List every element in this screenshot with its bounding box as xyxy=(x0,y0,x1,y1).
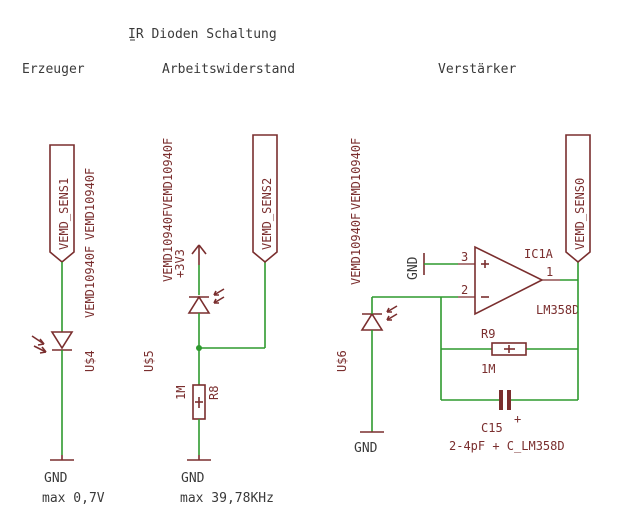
gnd-label: GND xyxy=(406,256,421,280)
c15-value: 2-4pF + C_LM358D xyxy=(449,439,565,453)
r8-ref: R8 xyxy=(207,386,221,400)
resistor-r9: R9 1M xyxy=(481,327,527,376)
connector-vemd-sens2: VEMD_SENS2 xyxy=(252,134,278,264)
c15-ref: C15 xyxy=(481,421,503,435)
us6-ref: U$6 xyxy=(335,350,349,372)
us4-value-2: VEMD10940F xyxy=(83,168,97,240)
photodiode-us5: U$5 VEMD10940F VEMD10940F xyxy=(142,138,225,372)
note-arbeitswiderstand: max 39,78KHz xyxy=(180,491,274,506)
connector-sens1-label: VEMD_SENS1 xyxy=(57,178,71,250)
us6-value: VEMD10940F xyxy=(349,213,363,285)
supply-label: +3V3 xyxy=(173,249,187,278)
r9-value: 1M xyxy=(481,362,495,376)
resistor-r8: 1M R8 xyxy=(174,384,221,420)
note-erzeuger: max 0,7V xyxy=(42,491,105,506)
section-erzeuger-label: Erzeuger xyxy=(22,62,85,77)
opamp-pin-plus: 3 xyxy=(461,250,468,264)
gnd-symbol: GND xyxy=(181,455,211,486)
r8-value: 1M xyxy=(174,386,188,400)
gnd-label: GND xyxy=(44,471,68,486)
r9-ref: R9 xyxy=(481,327,495,341)
gnd-label: GND xyxy=(354,441,378,456)
opamp-ref: IC1A xyxy=(524,247,554,261)
connector-vemd-sens0: VEMD_SENS0 xyxy=(565,134,591,264)
capacitor-c15: C15 + 2-4pF + C_LM358D xyxy=(449,390,565,453)
us5-value: VEMD10940F xyxy=(161,210,175,282)
us4-ref: U$4 xyxy=(83,350,97,372)
gnd-symbol: GND xyxy=(354,431,384,456)
gnd-symbol-opamp: GND xyxy=(406,253,425,280)
us5-ref: U$5 xyxy=(142,350,156,372)
opamp-pin-minus: 2 xyxy=(461,283,468,297)
us4-value: VEMD10940F xyxy=(83,246,97,318)
connector-sens0-label: VEMD_SENS0 xyxy=(573,178,587,250)
schematic-title: IR Dioden Schaltung xyxy=(128,27,277,42)
opamp-pin-out: 1 xyxy=(546,265,553,279)
section-arbeitswiderstand-label: Arbeitswiderstand xyxy=(162,62,295,77)
gnd-symbol: GND xyxy=(44,455,74,486)
opamp-part: LM358D xyxy=(536,303,579,317)
connector-vemd-sens1: VEMD_SENS1 xyxy=(49,144,75,264)
connector-sens2-label: VEMD_SENS2 xyxy=(260,178,274,250)
photodiode-us6: U$6 VEMD10940F VEMD10940F xyxy=(335,138,398,372)
us5-value-2: VEMD10940F xyxy=(161,138,175,210)
us6-value-2: VEMD10940F xyxy=(349,138,363,210)
c15-plus: + xyxy=(514,412,521,426)
gnd-label: GND xyxy=(181,471,205,486)
photodiode-us4: U$4 VEMD10940F VEMD10940F xyxy=(31,168,97,372)
supply-3v3: +3V3 xyxy=(173,244,207,278)
opamp-ic1a: 3 2 1 IC1A LM358D xyxy=(458,245,579,317)
section-verstaerker-label: Verstärker xyxy=(438,62,516,77)
